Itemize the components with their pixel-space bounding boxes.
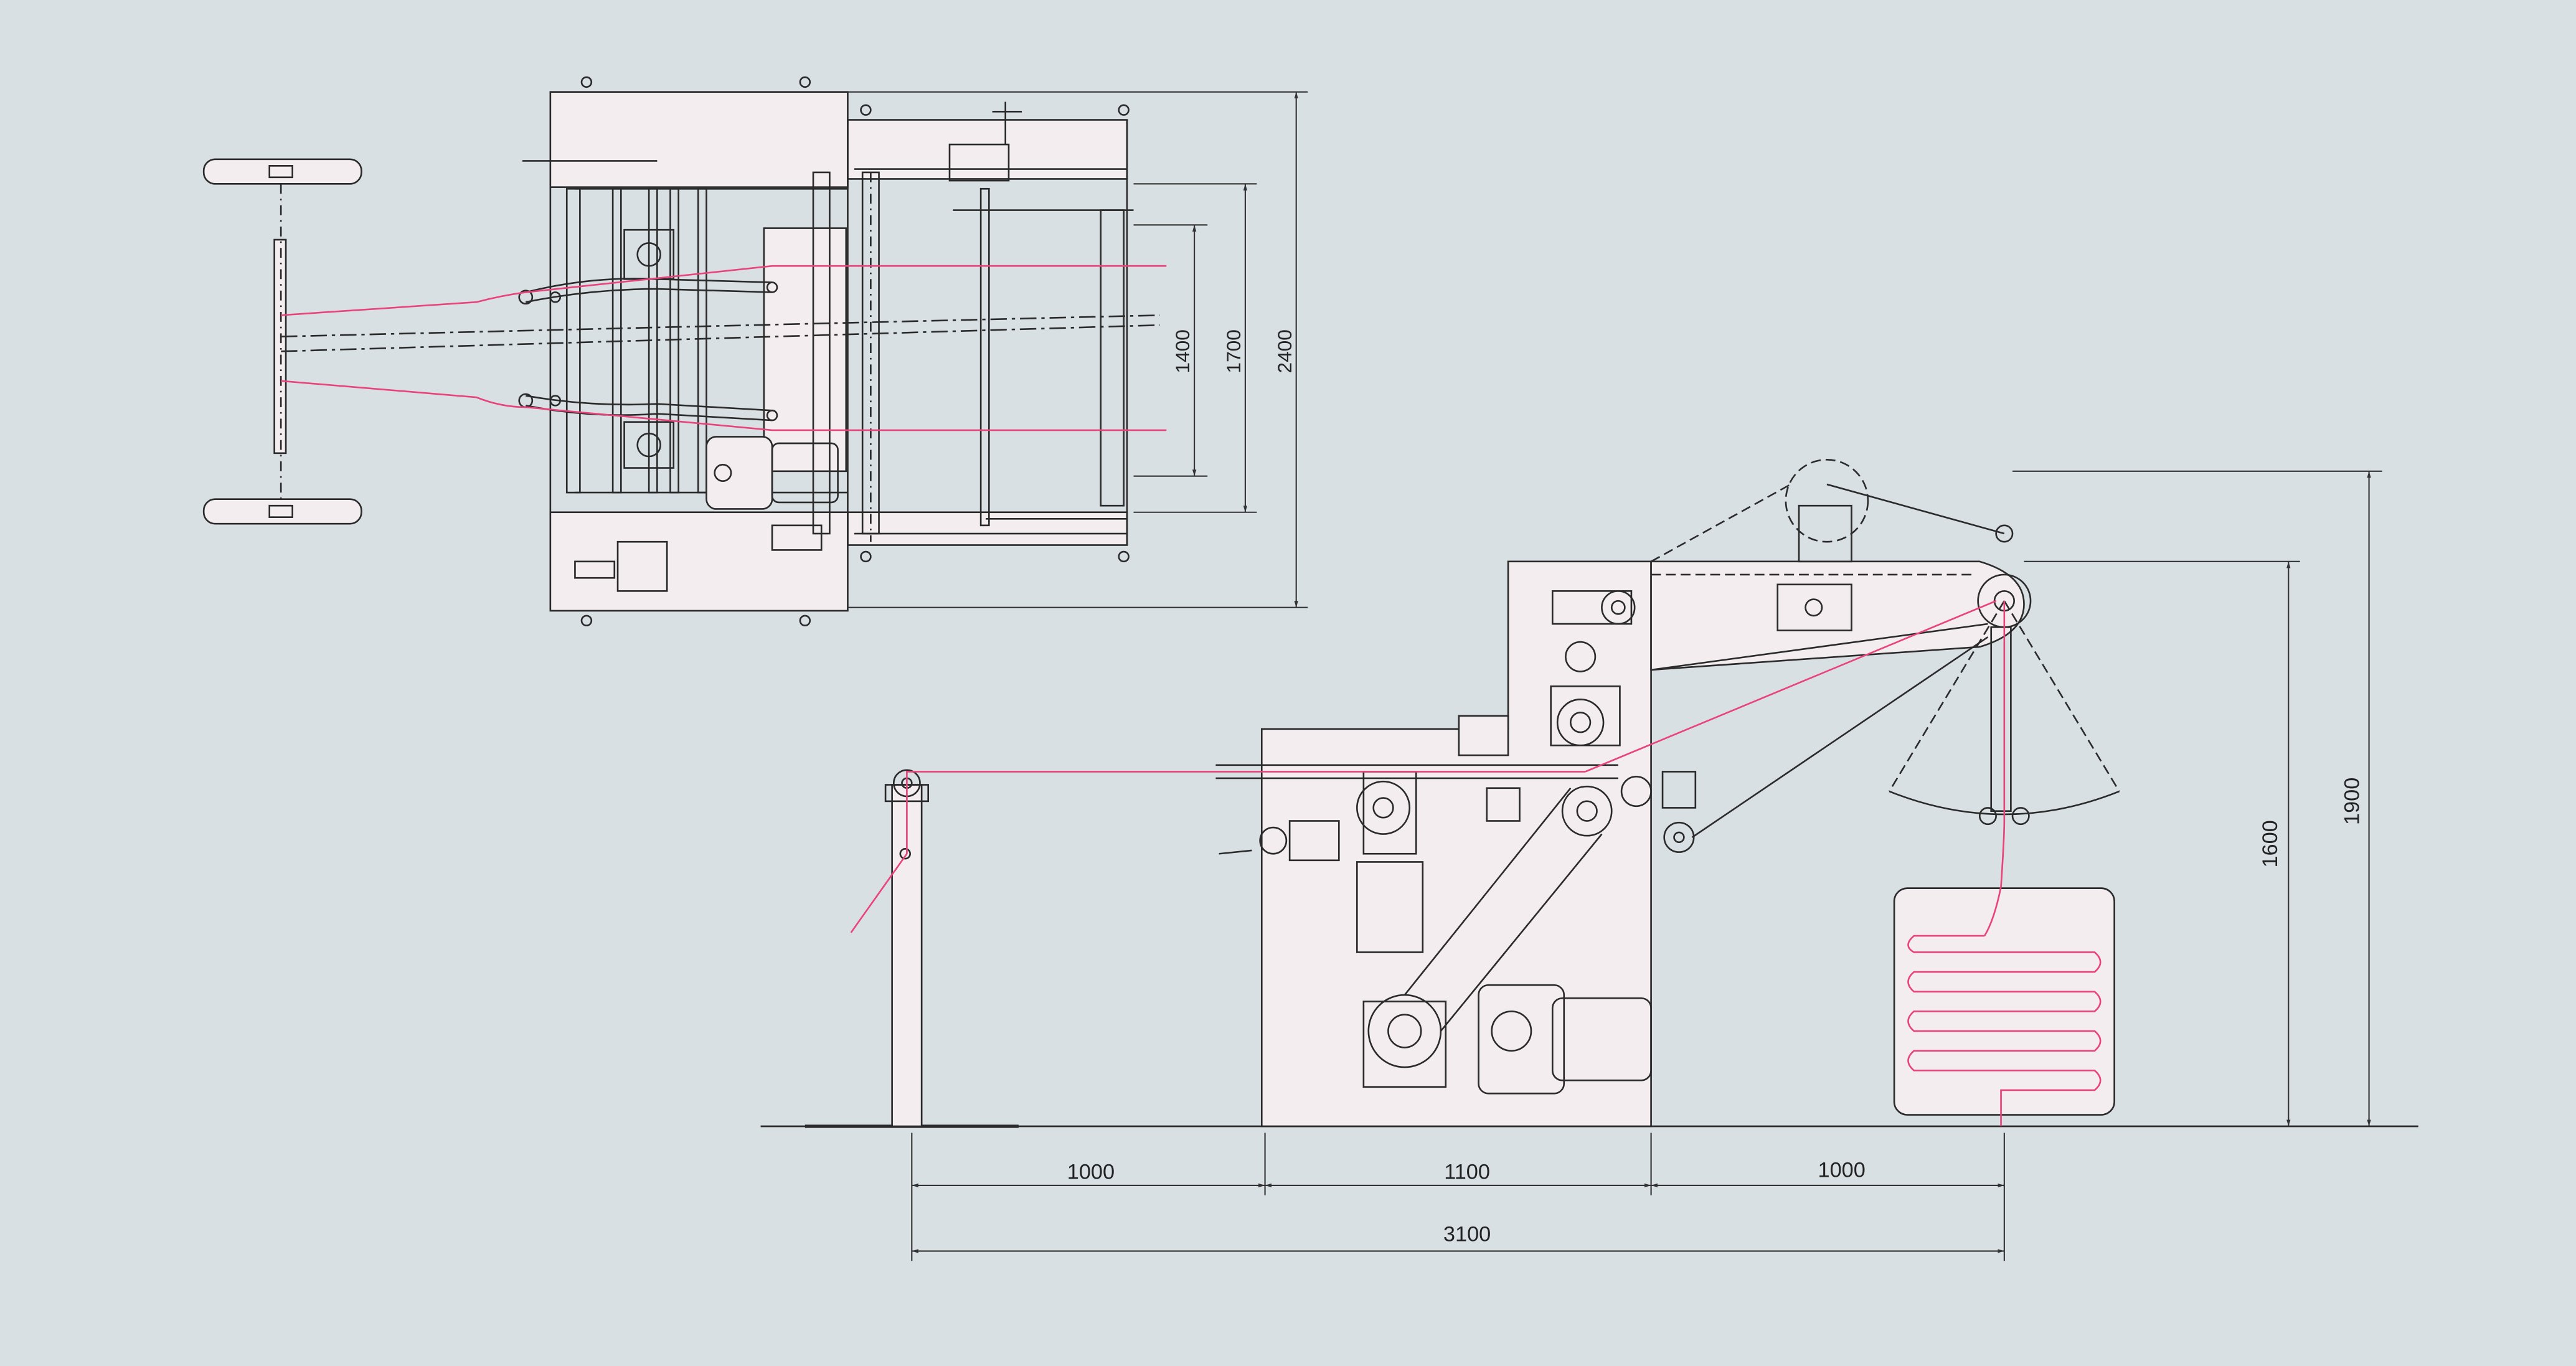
side-dimensions — [911, 470, 2382, 1261]
plan-drive-units — [574, 101, 1022, 592]
side-conveyor — [1215, 623, 1989, 838]
dim-length-output: 1000 — [1818, 1159, 1865, 1182]
dim-height-1600: 1600 — [2258, 820, 2282, 867]
plan-dimensions — [847, 91, 1308, 608]
dim-length-total: 3100 — [1443, 1223, 1491, 1246]
plan-material-web — [281, 265, 1167, 431]
plan-machine-frame — [549, 76, 1130, 627]
dim-plan-2400: 2400 — [1273, 329, 1296, 373]
side-view — [760, 459, 2418, 1128]
plan-view — [202, 76, 1160, 627]
side-machine-body — [1260, 459, 2120, 1128]
dim-plan-1700: 1700 — [1222, 329, 1245, 373]
side-rollers — [1219, 590, 1697, 1095]
plan-unwind-stand — [202, 158, 362, 525]
dim-length-feed: 1000 — [1067, 1160, 1115, 1184]
plan-shafts — [281, 160, 1160, 535]
dim-plan-1400: 1400 — [1171, 329, 1194, 373]
dim-length-machine: 1100 — [1444, 1160, 1490, 1184]
side-material-web — [850, 600, 2102, 1126]
dim-height-1900: 1900 — [2341, 778, 2364, 825]
